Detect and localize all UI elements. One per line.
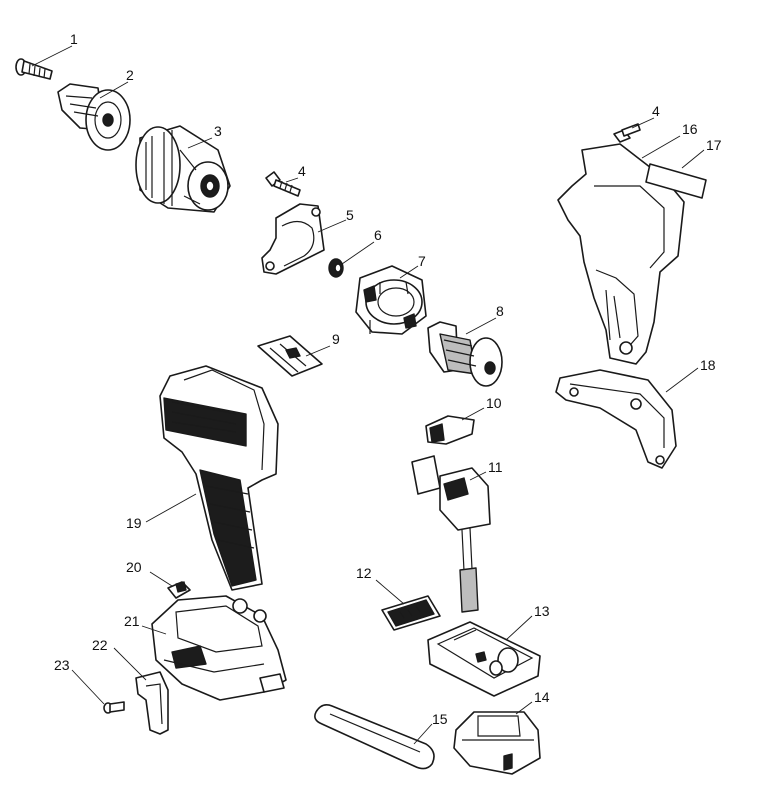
callout-13: 13 (534, 603, 550, 619)
part-21-base[interactable] (151, 595, 287, 701)
part-6-pinion[interactable] (328, 258, 344, 278)
callout-2: 2 (126, 67, 134, 83)
part-11-switch[interactable] (411, 455, 491, 613)
callout-10: 10 (486, 395, 502, 411)
callout-6: 6 (374, 227, 382, 243)
part-17-label[interactable] (645, 163, 707, 199)
callout-17: 17 (706, 137, 722, 153)
part-16-housing-right[interactable] (557, 143, 685, 365)
callout-20: 20 (126, 559, 142, 575)
part-7-motor-housing[interactable] (355, 265, 427, 335)
callout-3: 3 (214, 123, 222, 139)
part-4-screw[interactable] (265, 171, 301, 197)
part-2-chuck[interactable] (57, 83, 131, 151)
callout-4-right: 4 (652, 103, 660, 119)
callout-23: 23 (54, 657, 70, 673)
part-23-screw[interactable] (103, 701, 125, 714)
callout-14: 14 (534, 689, 550, 705)
callout-12: 12 (356, 565, 372, 581)
callout-8: 8 (496, 303, 504, 319)
callout-18: 18 (700, 357, 716, 373)
part-3-gear-assembly[interactable] (135, 125, 231, 213)
part-18-rear-cover[interactable] (555, 369, 677, 469)
part-22-belt-clip[interactable] (135, 671, 169, 735)
part-14-terminal[interactable] (453, 711, 541, 775)
callout-19: 19 (126, 515, 142, 531)
part-9-plate[interactable] (257, 335, 323, 377)
leader-lines (31, 45, 705, 745)
callout-11: 11 (488, 459, 503, 475)
callout-15: 15 (432, 711, 448, 727)
callout-1: 1 (70, 31, 78, 47)
callout-5: 5 (346, 207, 354, 223)
callout-9: 9 (332, 331, 340, 347)
part-13-controller[interactable] (427, 621, 541, 697)
callout-16: 16 (682, 121, 698, 137)
callout-4: 4 (298, 163, 306, 179)
callout-21: 21 (124, 613, 140, 629)
callout-22: 22 (92, 637, 108, 653)
part-4-screw-right[interactable] (613, 123, 641, 143)
part-5-bracket[interactable] (261, 203, 325, 275)
callout-7: 7 (418, 253, 426, 269)
callout-labels: 1 2 3 4 5 6 7 8 9 10 11 12 13 14 15 4 16… (54, 31, 722, 727)
part-1-screw[interactable] (15, 58, 53, 80)
part-20-clip[interactable] (167, 581, 191, 599)
part-12-plate[interactable] (381, 595, 441, 631)
part-10-switch-cap[interactable] (425, 415, 475, 445)
part-15-strap[interactable] (314, 704, 435, 770)
part-8-armature[interactable] (427, 321, 503, 387)
part-19-housing-left[interactable] (159, 365, 279, 591)
